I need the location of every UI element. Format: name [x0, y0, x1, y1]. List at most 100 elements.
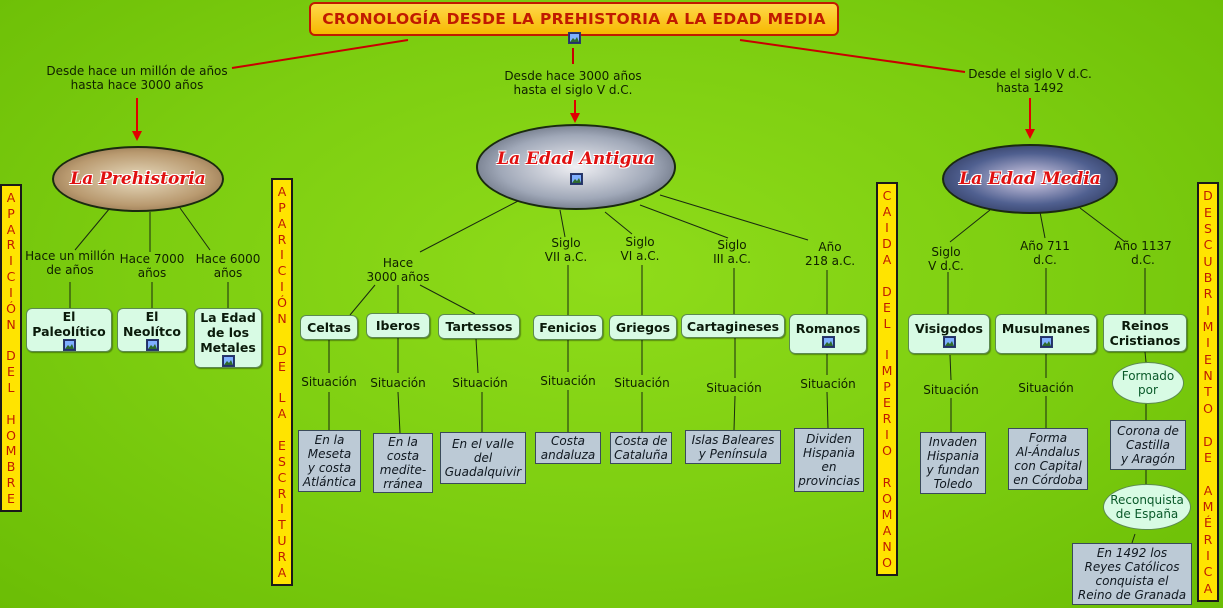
image-icon[interactable]	[145, 339, 159, 351]
box-tartessos[interactable]: Tartessos	[438, 314, 520, 339]
bar-letter: D	[882, 235, 892, 251]
bar-letter: D	[6, 348, 16, 364]
bar-letter: R	[277, 231, 287, 247]
image-icon[interactable]	[221, 354, 235, 367]
box-griegos[interactable]: Griegos	[609, 315, 677, 340]
bar-letter: É	[1204, 515, 1212, 531]
bar-letter: R	[6, 237, 16, 253]
situacion-label: Situación	[452, 376, 508, 390]
bar-letter: L	[7, 379, 15, 395]
bar-letter: P	[883, 379, 891, 395]
bar-letter: E	[278, 437, 286, 453]
bar-letter: E	[1204, 449, 1212, 465]
situacion-label: Situación	[540, 374, 596, 388]
bar-letter: B	[1203, 270, 1213, 286]
box-celtas[interactable]: Celtas	[300, 315, 358, 340]
bar-letter: I	[885, 219, 889, 235]
bar-letter: O	[6, 427, 16, 443]
box-cartagineses[interactable]: Cartagineses	[681, 314, 785, 338]
bar-letter	[9, 397, 13, 410]
bar-letter: D	[1203, 188, 1213, 204]
bar-letter: T	[1204, 384, 1212, 400]
bar-letter: M	[881, 507, 893, 523]
bar-letter	[9, 333, 13, 346]
bar-letter: R	[882, 475, 892, 491]
bar-letter: M	[1202, 498, 1214, 514]
bar-letter: I	[885, 347, 889, 363]
bar-letter: O	[1203, 400, 1213, 416]
bar-letter: N	[277, 310, 287, 326]
bar-letter: E	[7, 490, 15, 506]
image-icon[interactable]	[1039, 335, 1053, 348]
bar-letter	[885, 460, 889, 473]
bar-letter: M	[5, 443, 17, 459]
box-visigodos[interactable]: Visigodos	[908, 314, 990, 354]
bar-letter	[280, 375, 284, 388]
situacion-label: Situación	[1018, 381, 1074, 395]
bar-letter: D	[1203, 433, 1213, 449]
box-fenicios[interactable]: Fenicios	[533, 315, 603, 340]
bar-letter: D	[277, 342, 287, 358]
bar-letter: D	[882, 283, 892, 299]
bar-letter: A	[6, 189, 16, 205]
era-media[interactable]: La Edad Media	[942, 144, 1118, 214]
image-icon[interactable]	[568, 32, 581, 44]
bar-letter: P	[7, 205, 15, 221]
bar-letter: S	[278, 453, 286, 469]
box-musulmanes[interactable]: Musulmanes	[995, 314, 1097, 354]
image-icon[interactable]	[942, 335, 956, 348]
bar-letter	[1206, 418, 1210, 431]
bar-letter: A	[277, 564, 287, 580]
bar-letter: I	[9, 284, 13, 300]
bar-letter: A	[882, 522, 892, 538]
bar-letter: R	[1203, 531, 1213, 547]
situacion-label: Situación	[706, 381, 762, 395]
bar-letter: I	[1206, 335, 1210, 351]
bar-letter: O	[882, 491, 892, 507]
bar-letter: R	[6, 475, 16, 491]
era-prehistoria[interactable]: La Prehistoria	[52, 146, 224, 212]
bar-letter: L	[883, 315, 891, 331]
bar-letter: I	[280, 279, 284, 295]
bar-letter: A	[1203, 580, 1213, 596]
image-icon[interactable]	[62, 339, 76, 351]
bar-letter: C	[882, 187, 892, 203]
bar-letter	[280, 328, 284, 341]
bar-letter: R	[882, 411, 892, 427]
bar-letter: R	[277, 485, 287, 501]
image-icon[interactable]	[569, 173, 583, 185]
bar-letter: E	[1204, 351, 1212, 367]
bar-letter: U	[277, 533, 287, 549]
bar-letter: O	[882, 554, 892, 570]
bar-letter: I	[9, 253, 13, 269]
bar-letter: P	[278, 199, 286, 215]
image-icon[interactable]	[821, 335, 835, 348]
bar-letter: B	[6, 459, 16, 475]
bar-letter: A	[882, 251, 892, 267]
situacion-label: Situación	[800, 377, 856, 391]
era-antigua[interactable]: La Edad Antigua	[476, 124, 676, 210]
bar-letter: R	[277, 549, 287, 564]
box-iberos[interactable]: Iberos	[366, 313, 430, 338]
bar-letter: U	[1203, 253, 1213, 269]
page-title: CRONOLOGÍA DESDE LA PREHISTORIA A LA EDA…	[309, 2, 839, 36]
box-romanos[interactable]: Romanos	[789, 314, 867, 354]
bar-letter: H	[6, 411, 16, 427]
